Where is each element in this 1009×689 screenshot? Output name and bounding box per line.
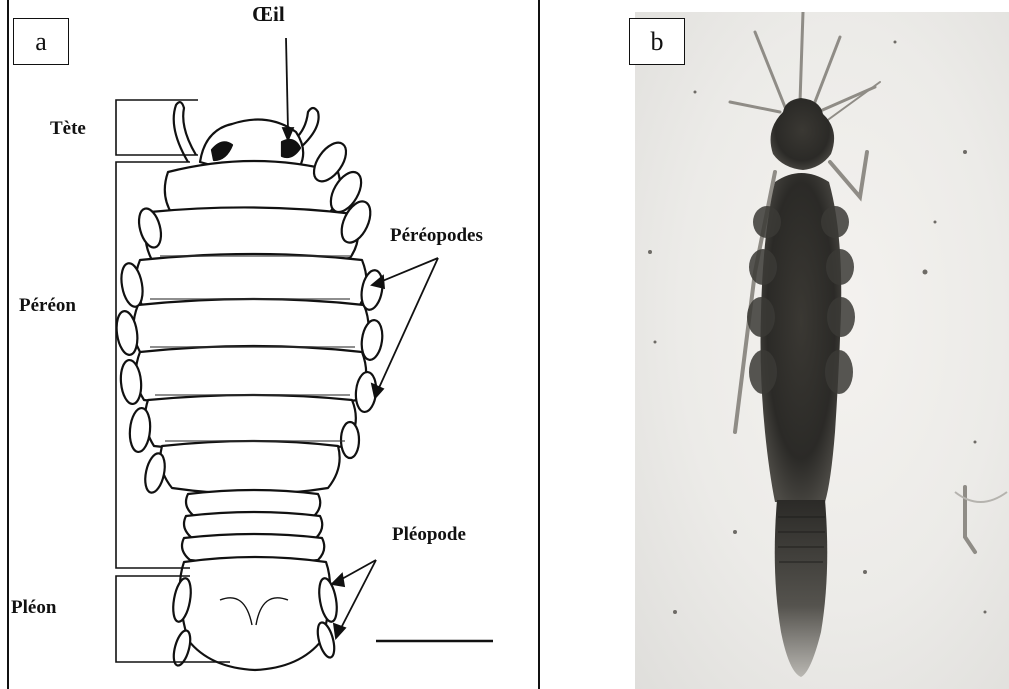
pereopods-label: Péréopodes <box>390 225 483 247</box>
panel-b-label: b <box>629 18 685 65</box>
pleon-label: Pléon <box>11 597 56 619</box>
pereon-segment-7 <box>160 441 339 494</box>
eye-label: Œil <box>252 2 285 27</box>
head-label: Tète <box>50 118 86 140</box>
panel-a-label: a <box>13 18 69 65</box>
left-antenna <box>174 102 196 162</box>
pleopod-label: Pléopode <box>392 524 466 546</box>
pleotelson <box>180 557 330 670</box>
pereon-label: Péréon <box>19 295 76 317</box>
